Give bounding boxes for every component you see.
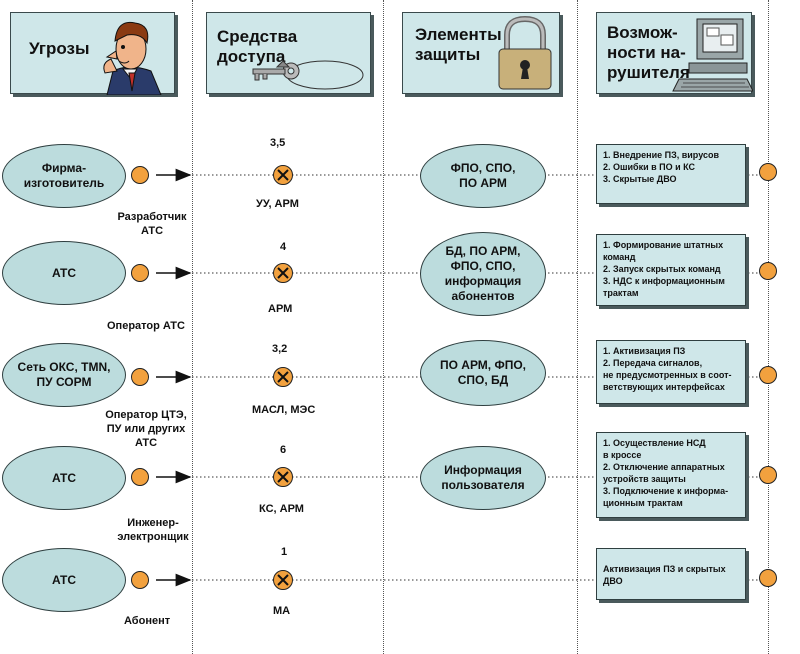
capability-node [759, 163, 777, 181]
capabilities-box: 1. Активизация ПЗ 2. Передача сигналов, … [596, 340, 746, 404]
man-icon [103, 21, 162, 95]
header-protection-label: Элементы защиты [415, 25, 502, 64]
header-capabilities: Возмож- ности на- рушителя [596, 12, 753, 94]
actor-label: Разработчик АТС [117, 211, 187, 237]
capability-item: 3. Подключение к информа- ционным тракта… [603, 486, 729, 508]
access-label: АРМ [268, 303, 293, 315]
access-number: 3,5 [270, 137, 286, 149]
protection-oval: Информация пользователя [420, 446, 546, 510]
capability-node [759, 466, 777, 484]
capabilities-box: 1. Формирование штатных команд 2. Запуск… [596, 234, 746, 306]
threat-node [131, 368, 149, 386]
threat-node [131, 571, 149, 589]
access-number: 6 [280, 444, 287, 456]
capability-item: 1. Осуществление НСД в кроссе [603, 438, 706, 460]
threat-label: АТС [51, 265, 77, 280]
protection-oval: БД, ПО АРМ, ФПО, СПО, информация абонент… [420, 232, 546, 316]
padlock-icon [498, 15, 552, 90]
capabilities-box: Активизация ПЗ и скрытых ДВО [596, 548, 746, 600]
threat-node [131, 166, 149, 184]
column-divider [577, 0, 578, 654]
key-icon [252, 60, 364, 90]
capability-item: Активизация ПЗ и скрытых ДВО [603, 564, 726, 586]
access-label: МА [273, 605, 291, 617]
protection-label: БД, ПО АРМ, ФПО, СПО, информация абонент… [444, 244, 522, 303]
threat-label: АТС [51, 470, 77, 485]
header-protection: Элементы защиты [402, 12, 560, 94]
access-number: 4 [280, 241, 287, 253]
capability-node [759, 262, 777, 280]
access-label: МАСЛ, МЭС [252, 404, 316, 416]
actor-label: Абонент [124, 615, 171, 627]
actor-label: Оператор АТС [107, 320, 185, 332]
threat-label: Сеть ОКС, TMN, ПУ СОРМ [17, 360, 111, 389]
header-capabilities-label: Возмож- ности на- рушителя [607, 23, 690, 82]
threat-oval: Сеть ОКС, TMN, ПУ СОРМ [2, 343, 126, 407]
header-access-label: Средства доступа [217, 27, 298, 66]
protection-label: ФПО, СПО, ПО АРМ [450, 161, 516, 190]
capability-item: 1. Активизация ПЗ [603, 346, 686, 356]
capability-item: 1. Формирование штатных команд [603, 240, 724, 262]
capabilities-box: 1. Внедрение ПЗ, вирусов 2. Ошибки в ПО … [596, 144, 746, 204]
computer-icon [672, 18, 753, 92]
column-divider [383, 0, 384, 654]
access-number: 3,2 [272, 343, 288, 355]
header-threats: Угрозы [10, 12, 175, 95]
access-label: КС, АРМ [259, 503, 304, 515]
actor-label: Инженер- электронщик [117, 517, 189, 543]
capability-item: 3. Скрытые ДВО [603, 174, 677, 184]
capability-item: 2. Передача сигналов, не предусмотренных… [603, 358, 732, 392]
column-divider [768, 0, 769, 654]
capability-item: 2. Ошибки в ПО и КС [603, 162, 696, 172]
protection-oval: ФПО, СПО, ПО АРМ [420, 144, 546, 208]
threat-node [131, 264, 149, 282]
header-access: Средства доступа [206, 12, 371, 94]
column-divider [192, 0, 193, 654]
threat-label: Фирма- изготовитель [23, 161, 105, 190]
threat-oval: АТС [2, 548, 126, 612]
threat-oval: АТС [2, 446, 126, 510]
protection-label: ПО АРМ, ФПО, СПО, БД [439, 358, 526, 387]
protection-oval: ПО АРМ, ФПО, СПО, БД [420, 340, 546, 406]
threat-node [131, 468, 149, 486]
capability-item: 2. Отключение аппаратных устройств защит… [603, 462, 725, 484]
capabilities-box: 1. Осуществление НСД в кроссе 2. Отключе… [596, 432, 746, 518]
threat-oval: АТС [2, 241, 126, 305]
access-label: УУ, АРМ [256, 198, 299, 210]
access-number: 1 [281, 546, 288, 558]
capability-item: 3. НДС к информационным трактам [603, 276, 725, 298]
capability-node [759, 569, 777, 587]
protection-label: Информация пользователя [441, 463, 525, 492]
capability-item: 2. Запуск скрытых команд [603, 264, 721, 274]
capability-node [759, 366, 777, 384]
threat-label: АТС [51, 572, 77, 587]
actor-label: Оператор ЦТЭ, ПУ или других АТС [105, 409, 187, 449]
capability-item: 1. Внедрение ПЗ, вирусов [603, 150, 720, 160]
header-threats-label: Угрозы [29, 39, 90, 58]
threat-oval: Фирма- изготовитель [2, 144, 126, 208]
